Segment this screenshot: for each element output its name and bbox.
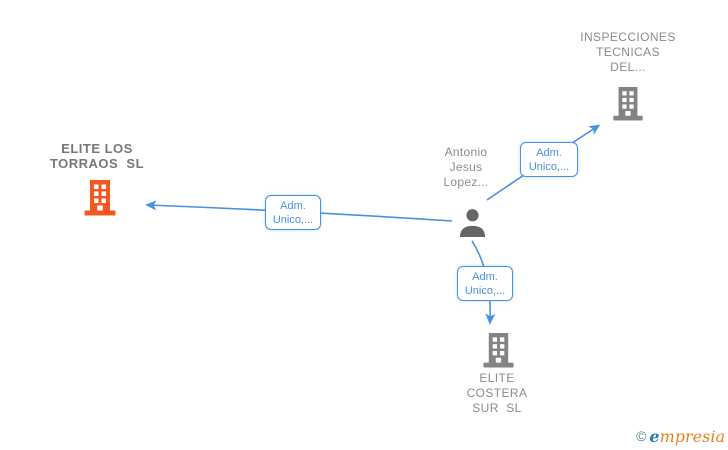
edge-label-adm-unico-inspecciones[interactable]: Adm. Unico,... <box>520 142 578 177</box>
empresia-logo[interactable]: ©empresia <box>636 427 725 446</box>
building-icon <box>482 332 514 368</box>
edge-label-adm-unico-torraos[interactable]: Adm. Unico,... <box>265 195 321 230</box>
company-node-elite-los-torraos[interactable]: ELITE LOS TORRAOS SL <box>27 141 167 216</box>
edge-label-line: Adm. <box>472 271 498 283</box>
person-icon <box>459 209 485 238</box>
building-icon <box>84 180 116 216</box>
brand-name: mpresia <box>659 427 725 446</box>
edge-label-line: Unico,... <box>464 285 506 297</box>
building-icon <box>613 86 643 121</box>
edge-label-line: Adm. <box>536 147 562 159</box>
brand-first-letter: e <box>649 427 660 446</box>
company-node-elite-costera[interactable]: ELITE COSTERA SUR SL <box>437 332 557 416</box>
company-name: ELITE LOS TORRAOS SL <box>49 141 145 171</box>
edge-label-line: Unico,... <box>272 214 314 226</box>
edge-label-line: Unico,... <box>528 161 570 173</box>
company-name: ELITE COSTERA SUR SL <box>466 371 528 415</box>
person-node-antonio[interactable]: Antonio Jesus Lopez... <box>406 145 526 238</box>
person-name: Antonio Jesus Lopez... <box>443 145 489 189</box>
copyright-icon: © <box>636 428 647 444</box>
edge-label-adm-unico-costera[interactable]: Adm. Unico,... <box>457 266 513 301</box>
company-node-inspecciones[interactable]: INSPECCIONES TECNICAS DEL... <box>558 30 698 121</box>
edge-label-line: Adm. <box>280 200 306 212</box>
company-name: INSPECCIONES TECNICAS DEL... <box>580 30 676 74</box>
